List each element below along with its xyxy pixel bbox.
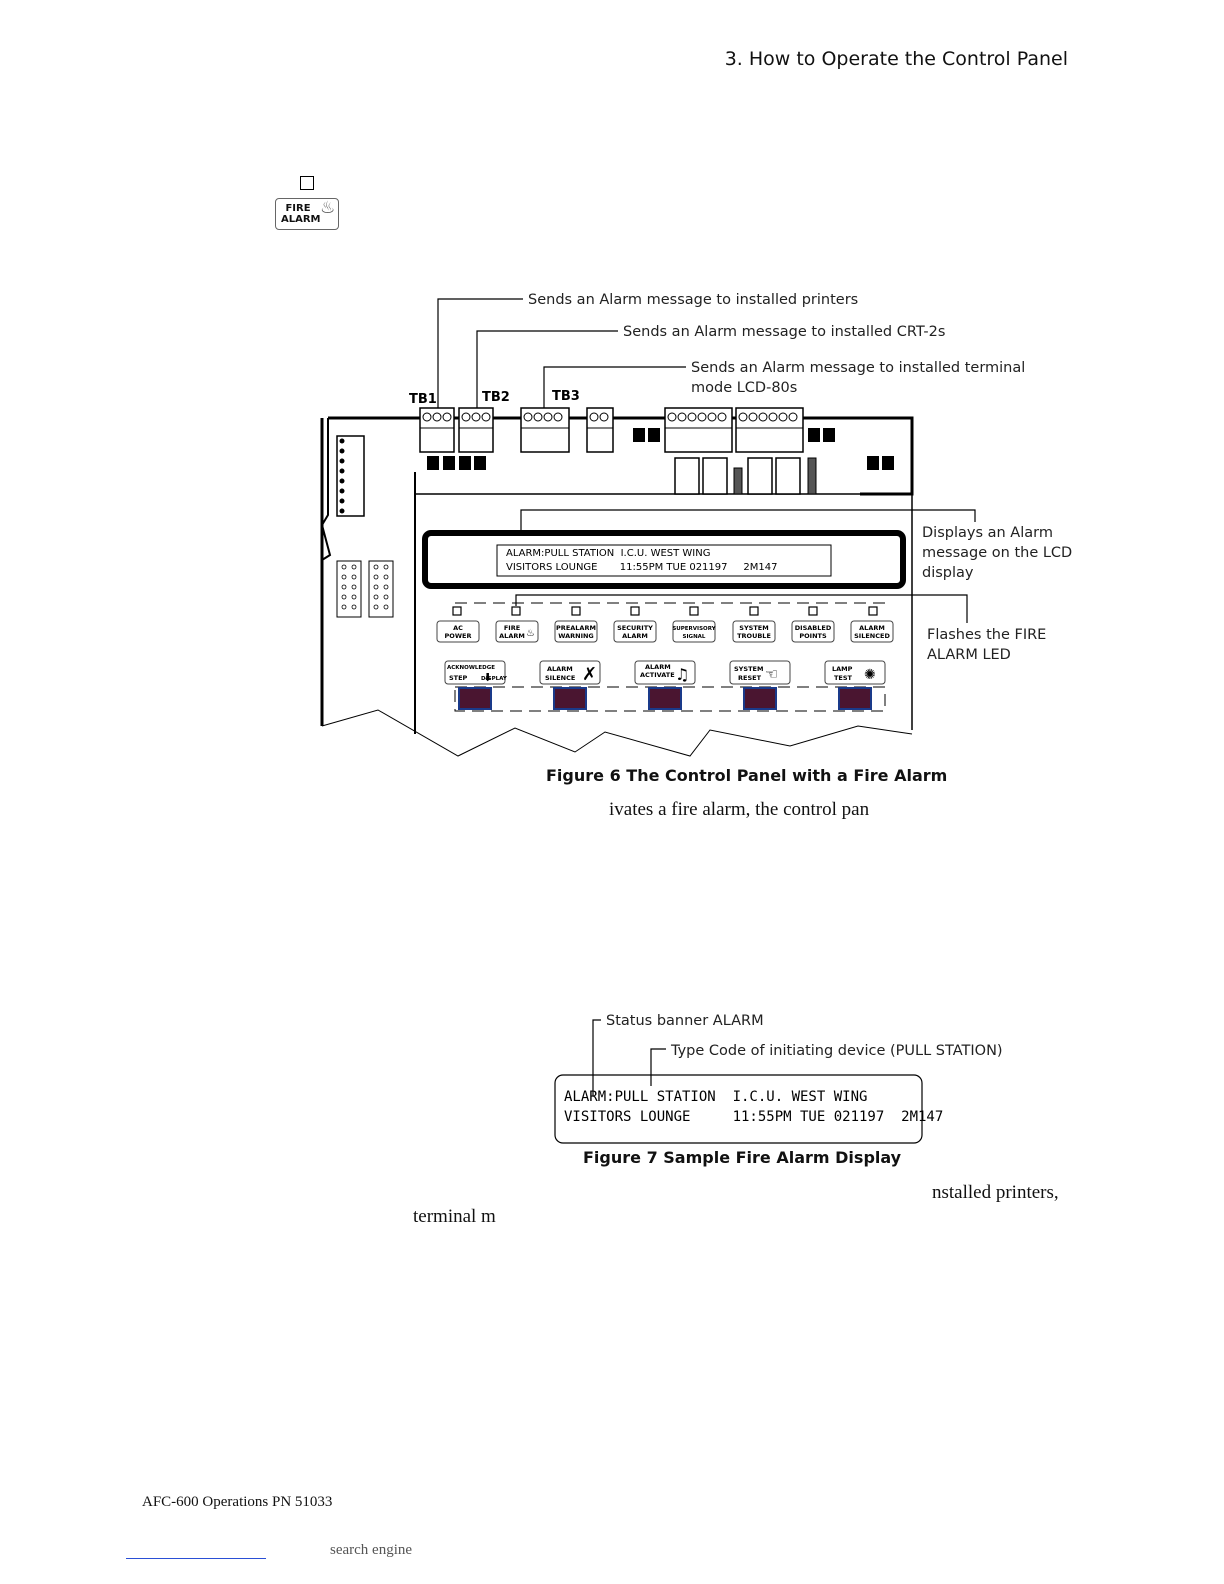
key-label-lamp-2: TEST: [834, 674, 853, 682]
terminal-tb2: TB2: [482, 390, 510, 405]
sample-display-figure: Status banner ALARM Type Code of initiat…: [554, 1013, 1003, 1144]
display-line1: ALARM:PULL STATION I.C.U. WEST WING: [564, 1089, 867, 1105]
down-arrow-icon: ⬇: [483, 671, 492, 684]
figure6-caption: Figure 6 The Control Panel with a Fire A…: [546, 766, 948, 785]
bell-icon: ♫: [675, 665, 689, 684]
icon-label-line1: FIRE: [285, 203, 311, 214]
search-engine-label: search engine: [330, 1542, 413, 1558]
body-fragment-3: terminal m: [413, 1206, 496, 1227]
icon-label-line2: ALARM: [281, 214, 321, 225]
led-label-ac-power-2: POWER: [445, 632, 472, 640]
led-label-disabled-1: DISABLED: [795, 624, 832, 632]
page-header: 3. How to Operate the Control Panel: [724, 48, 1068, 70]
key-label-activate-2: ACTIVATE: [640, 671, 675, 679]
led-label-disabled-2: POINTS: [799, 632, 827, 640]
led-label-prealarm-1: PREALARM: [556, 624, 596, 632]
led-label-security-2: ALARM: [622, 632, 648, 640]
key-label-reset-2: RESET: [738, 674, 762, 682]
footer-link[interactable]: [126, 1558, 266, 1559]
body-fragment-2: nstalled printers,: [932, 1182, 1059, 1203]
led-label-ac-power-1: AC: [453, 624, 463, 632]
callout-lcd80-line2: mode LCD-80s: [691, 380, 797, 396]
display-line2: VISITORS LOUNGE 11:55PM TUE 021197 2M147: [564, 1109, 943, 1125]
key-label-silence-2: SILENCE: [545, 674, 575, 682]
led-label-prealarm-2: WARNING: [558, 632, 594, 640]
terminal-tb1: TB1: [409, 392, 437, 407]
led-label-security-1: SECURITY: [617, 624, 653, 632]
small-flame-icon: ♨: [526, 628, 535, 639]
callout-lcd80-line1: Sends an Alarm message to installed term…: [691, 360, 1025, 376]
flame-icon: ♨: [320, 198, 336, 218]
fire-alarm-led-icon: [300, 176, 314, 190]
hand-icon: ☜: [765, 665, 778, 683]
key-label-lamp-1: LAMP: [832, 665, 853, 673]
key-label-reset-1: SYSTEM: [734, 665, 763, 673]
callout-flashes-line1: Flashes the FIRE: [927, 627, 1046, 643]
lamp-icon: ✺: [864, 667, 876, 683]
key-label-activate-1: ALARM: [645, 663, 671, 671]
control-panel-figure: ✗ ♫ ☜ ✺ ⬇ ♨ Sends an Alarm message to in…: [320, 292, 1072, 757]
led-label-trouble-1: SYSTEM: [739, 624, 768, 632]
callout-status-banner: Status banner ALARM: [606, 1013, 764, 1029]
key-label-ack-3: DISPLAY: [481, 676, 508, 682]
callout-display-line2: message on the LCD: [922, 545, 1072, 561]
callout-crt: Sends an Alarm message to installed CRT-…: [623, 324, 945, 340]
callout-type-code: Type Code of initiating device (PULL STA…: [670, 1043, 1003, 1059]
key-label-ack-2: STEP: [449, 674, 468, 682]
page-footer: AFC-600 Operations PN 51033: [142, 1494, 333, 1510]
lcd-line2: VISITORS LOUNGE 11:55PM TUE 021197 2M147: [506, 562, 777, 573]
silence-x-icon: ✗: [582, 664, 597, 685]
led-label-silenced-2: SILENCED: [854, 632, 890, 640]
key-label-silence-1: ALARM: [547, 665, 573, 673]
led-label-trouble-2: TROUBLE: [737, 632, 771, 640]
callout-flashes-line2: ALARM LED: [927, 647, 1011, 663]
callout-printers: Sends an Alarm message to installed prin…: [528, 292, 858, 308]
led-label-supervisory-2: SIGNAL: [683, 634, 706, 640]
led-label-fire-alarm-2: ALARM: [499, 632, 525, 640]
lcd-line1: ALARM:PULL STATION I.C.U. WEST WING: [506, 548, 710, 559]
callout-display-line3: display: [922, 565, 974, 581]
key-label-ack-1: ACKNOWLEDGE: [447, 665, 495, 671]
body-fragment-1: ivates a fire alarm, the control pan: [609, 799, 870, 820]
terminal-tb3: TB3: [552, 389, 580, 404]
led-label-supervisory-1: SUPERVISORY: [672, 626, 716, 632]
callout-display-line1: Displays an Alarm: [922, 525, 1053, 541]
led-label-fire-alarm-1: FIRE: [504, 624, 520, 632]
figure7-caption: Figure 7 Sample Fire Alarm Display: [583, 1148, 902, 1167]
led-label-silenced-1: ALARM: [859, 624, 885, 632]
